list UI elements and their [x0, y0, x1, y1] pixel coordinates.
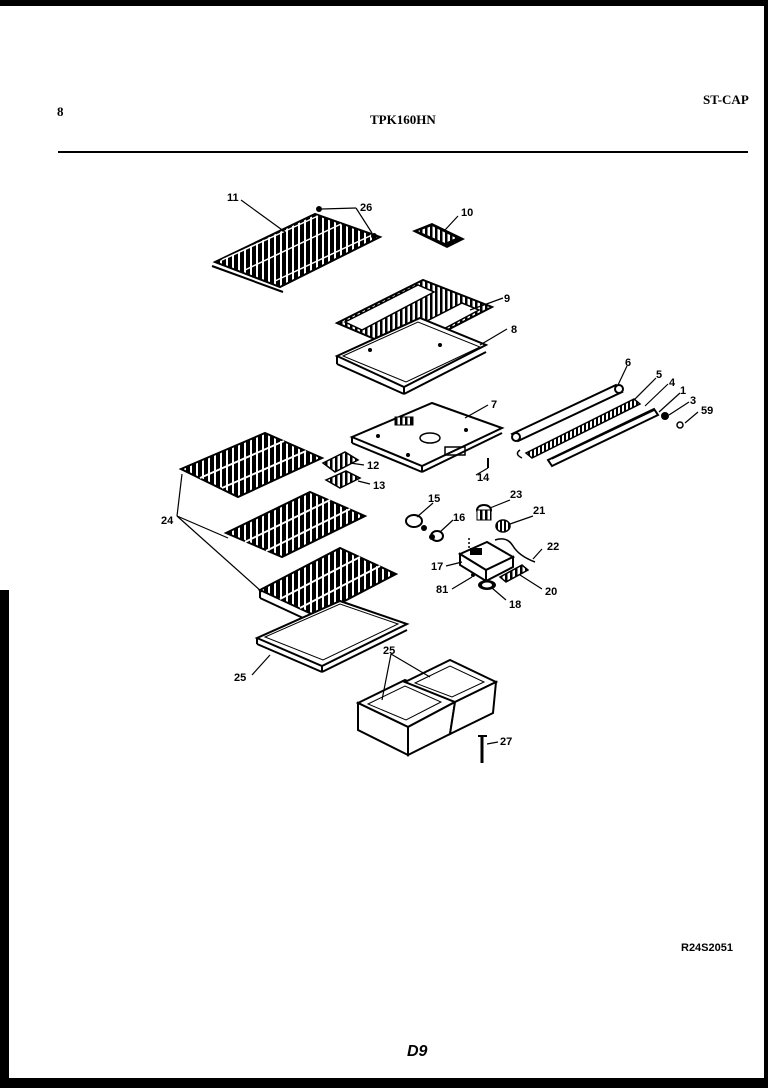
callout-15: 15: [428, 493, 440, 505]
callout-labels: 11 26 10 9 8 6 5 4 1 3 59 7 12 13 14 24 …: [161, 192, 713, 748]
leader-lines: [176, 199, 699, 745]
refrigerator-shelves: [178, 431, 399, 625]
scan-edge-right: [764, 0, 768, 1088]
page-number: 8: [57, 104, 64, 119]
callout-25-cover: 25: [234, 672, 246, 684]
crisper-pans: [355, 658, 499, 757]
tray-frame: [334, 316, 489, 395]
callout-3: 3: [690, 395, 696, 407]
freezer-wire-shelf: [211, 212, 383, 293]
page-code: D9: [407, 1043, 428, 1060]
callout-16: 16: [453, 512, 465, 524]
callout-21: 21: [533, 505, 545, 517]
callout-1: 1: [680, 385, 686, 397]
heater-tubes: [510, 383, 684, 468]
callout-7: 7: [491, 399, 497, 411]
screws: [316, 206, 377, 239]
callout-23: 23: [510, 489, 522, 501]
control-knob: [412, 223, 465, 248]
callout-59: 59: [701, 405, 713, 417]
control-housing-assembly: [457, 504, 536, 590]
callout-5: 5: [656, 369, 662, 381]
callout-24: 24: [161, 515, 174, 527]
callout-10: 10: [461, 207, 473, 219]
callout-22: 22: [547, 541, 559, 553]
callout-13: 13: [373, 480, 385, 492]
callout-6: 6: [625, 357, 631, 369]
scan-edge-top: [0, 0, 768, 6]
model-number: TPK160HN: [370, 112, 436, 127]
callout-4: 4: [669, 377, 676, 389]
light-bulbs: [405, 514, 444, 542]
hinge-blocks: [321, 451, 362, 489]
callout-9: 9: [504, 293, 510, 305]
scan-edge-bottom: [0, 1078, 768, 1088]
callout-26: 26: [360, 202, 372, 214]
callout-18: 18: [509, 599, 521, 611]
callout-25-pans: 25: [383, 645, 395, 657]
crisper-cover: [254, 599, 410, 673]
callout-8: 8: [511, 324, 517, 336]
callout-27: 27: [500, 736, 512, 748]
callout-20: 20: [545, 586, 557, 598]
callout-81: 81: [436, 584, 448, 596]
callout-12: 12: [367, 460, 379, 472]
callout-11: 11: [227, 192, 239, 204]
section-code: ST-CAP: [703, 92, 749, 107]
drawer-screw: [478, 735, 487, 763]
callout-17: 17: [431, 561, 443, 573]
divider-plate: [349, 401, 505, 473]
callout-14: 14: [477, 472, 490, 484]
header-rule: [58, 151, 748, 153]
scan-edge-left: [0, 590, 9, 1088]
drawing-reference: R24S2051: [681, 942, 733, 954]
